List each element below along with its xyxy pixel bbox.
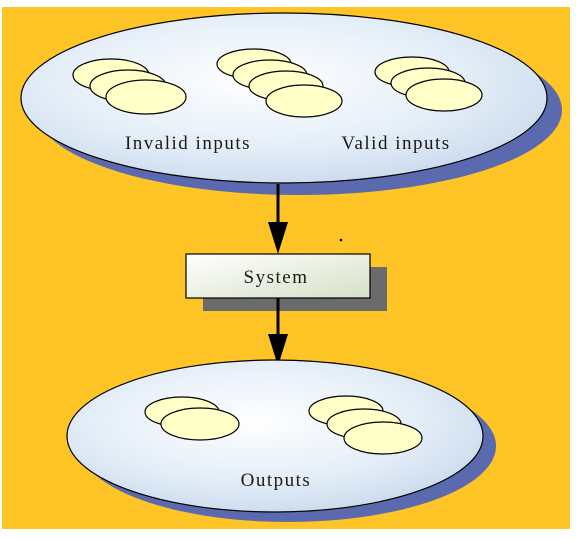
output-domain: Outputs xyxy=(66,359,496,522)
system-label: System xyxy=(244,267,309,288)
valid-inputs-label: Valid inputs xyxy=(341,133,450,154)
input-domain: Invalid inputs Valid inputs xyxy=(20,12,562,195)
invalid-input-tokens xyxy=(72,58,187,115)
output-token xyxy=(343,421,423,455)
outputs-label: Outputs xyxy=(241,470,312,491)
input-token xyxy=(405,78,483,112)
system-box-rect xyxy=(185,253,371,299)
system-box: System xyxy=(185,253,387,311)
middle-input-tokens xyxy=(216,48,343,118)
input-token xyxy=(105,79,187,115)
invalid-inputs-label: Invalid inputs xyxy=(125,133,251,154)
valid-input-tokens xyxy=(374,56,483,112)
output-tokens-left xyxy=(144,396,240,441)
arrow-to-system xyxy=(268,184,288,254)
speck xyxy=(339,238,343,242)
output-tokens-right xyxy=(308,395,423,455)
arrow-to-outputs xyxy=(268,298,288,366)
output-token xyxy=(160,407,240,441)
input-token xyxy=(265,84,343,118)
